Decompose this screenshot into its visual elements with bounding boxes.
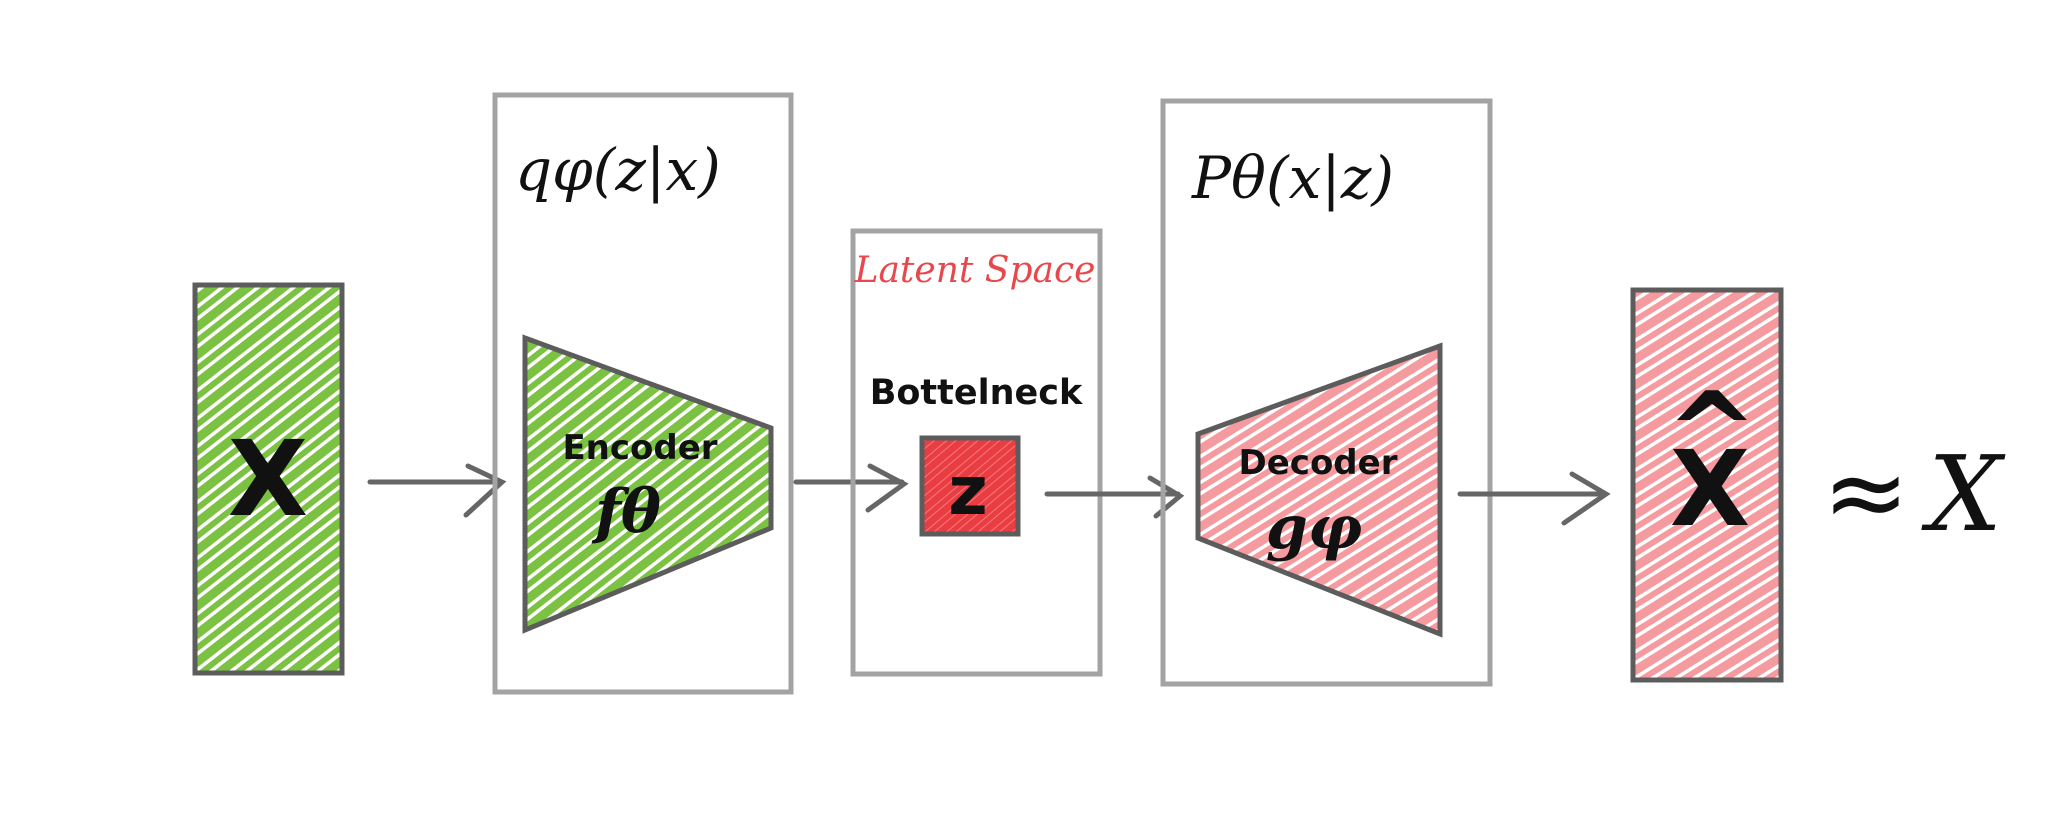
arrow-input-to-encoder bbox=[367, 463, 507, 518]
output-label: X bbox=[1670, 428, 1750, 550]
decoder-frame bbox=[1160, 98, 1493, 687]
decoder-panel: Pθ(x|z) Decoder gφ bbox=[1160, 98, 1493, 687]
input-block: X bbox=[192, 282, 345, 676]
approximation: ≈ X bbox=[1822, 431, 2006, 555]
input-hatch bbox=[195, 285, 342, 673]
encoder-trapezoid bbox=[522, 334, 774, 634]
latent-space-label: Latent Space bbox=[854, 250, 1096, 291]
arrow-latent-to-decoder bbox=[1044, 475, 1185, 519]
latent-panel: Latent Space Bottelneck z bbox=[850, 228, 1103, 677]
z-block-frame bbox=[919, 435, 1021, 537]
output-hatch bbox=[1633, 290, 1781, 680]
arrow-decoder-to-output bbox=[1457, 471, 1611, 526]
approx-symbol: ≈ bbox=[1822, 431, 1909, 553]
encoder-trapezoid-hatch bbox=[525, 338, 771, 630]
bottleneck-label: Bottelneck bbox=[870, 373, 1083, 413]
latent-frame bbox=[850, 228, 1103, 677]
encoder-function-label: fθ bbox=[591, 477, 661, 547]
decoder-title: Decoder bbox=[1239, 443, 1398, 483]
encoder-panel: qφ(z|x) Encoder fθ bbox=[492, 92, 794, 695]
z-block-fill bbox=[922, 438, 1018, 534]
output-hat: ^ bbox=[1666, 368, 1758, 496]
decoder-function-label: gφ bbox=[1266, 493, 1362, 563]
approx-target: X bbox=[1921, 433, 2006, 555]
z-label: z bbox=[948, 452, 988, 531]
encoder-title: Encoder bbox=[562, 428, 717, 468]
input-label: X bbox=[228, 418, 308, 540]
encoder-distribution-label: qφ(z|x) bbox=[515, 136, 721, 204]
arrow-encoder-to-latent bbox=[793, 463, 909, 513]
encoder-frame bbox=[492, 92, 794, 695]
output-block: ^ X bbox=[1630, 287, 1784, 683]
input-frame bbox=[192, 282, 345, 676]
output-frame bbox=[1630, 287, 1784, 683]
decoder-distribution-label: Pθ(x|z) bbox=[1191, 144, 1394, 212]
decoder-trapezoid bbox=[1195, 342, 1443, 638]
